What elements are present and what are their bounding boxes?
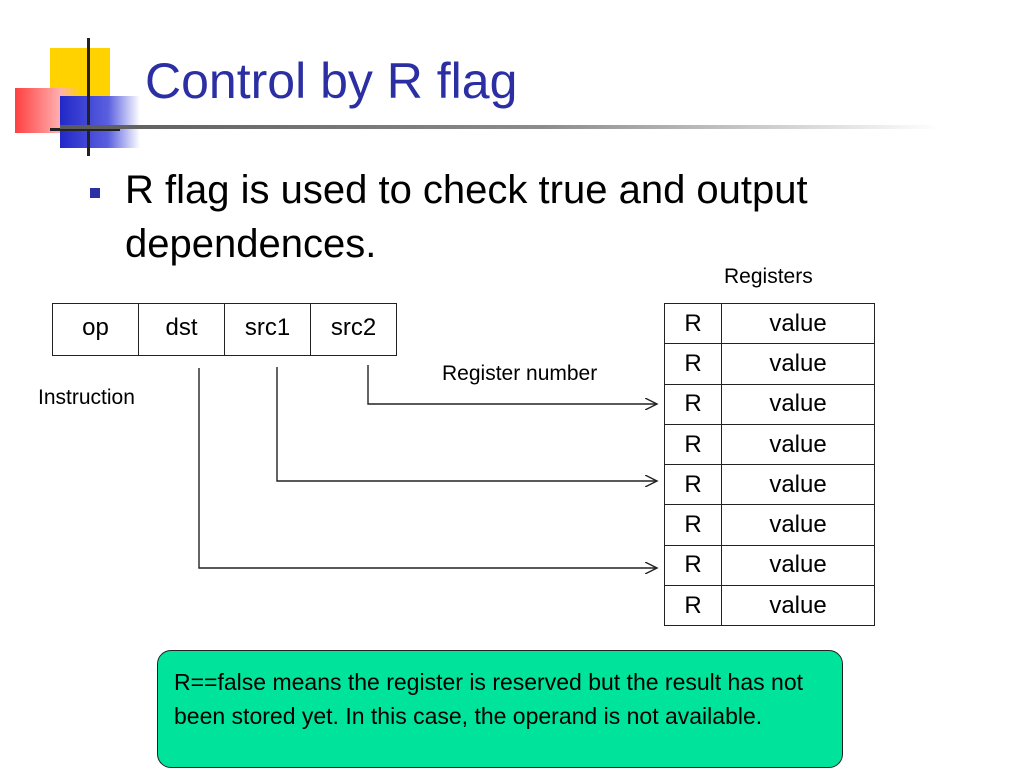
note-callout: R==false means the register is reserved … bbox=[157, 650, 843, 768]
r-flag: R bbox=[664, 464, 722, 506]
src1-arrow bbox=[276, 367, 657, 481]
r-flag: R bbox=[664, 423, 722, 466]
field-op: op bbox=[52, 303, 139, 356]
r-flag: R bbox=[664, 343, 722, 385]
r-flag: R bbox=[664, 302, 722, 345]
register-value: value bbox=[721, 504, 875, 546]
dst-arrow bbox=[198, 368, 657, 568]
slide-title: Control by R flag bbox=[145, 53, 518, 109]
src2-arrow bbox=[367, 365, 657, 404]
register-value: value bbox=[721, 383, 875, 425]
register-value: value bbox=[721, 343, 875, 385]
register-value: value bbox=[721, 464, 875, 506]
register-value: value bbox=[721, 585, 875, 627]
registers-label: Registers bbox=[724, 265, 813, 288]
register-number-label: Register number bbox=[442, 362, 598, 385]
field-src2: src2 bbox=[310, 303, 397, 356]
bullet-marker bbox=[90, 188, 100, 198]
r-flag: R bbox=[664, 383, 722, 425]
instruction-label: Instruction bbox=[38, 386, 135, 409]
bullet-text: R flag is used to check true and output … bbox=[125, 168, 808, 266]
title-underline bbox=[60, 125, 940, 129]
r-flag: R bbox=[664, 585, 722, 627]
field-src1: src1 bbox=[224, 303, 311, 356]
instruction-format: op dst src1 src2 bbox=[52, 303, 397, 356]
field-dst: dst bbox=[138, 303, 225, 356]
